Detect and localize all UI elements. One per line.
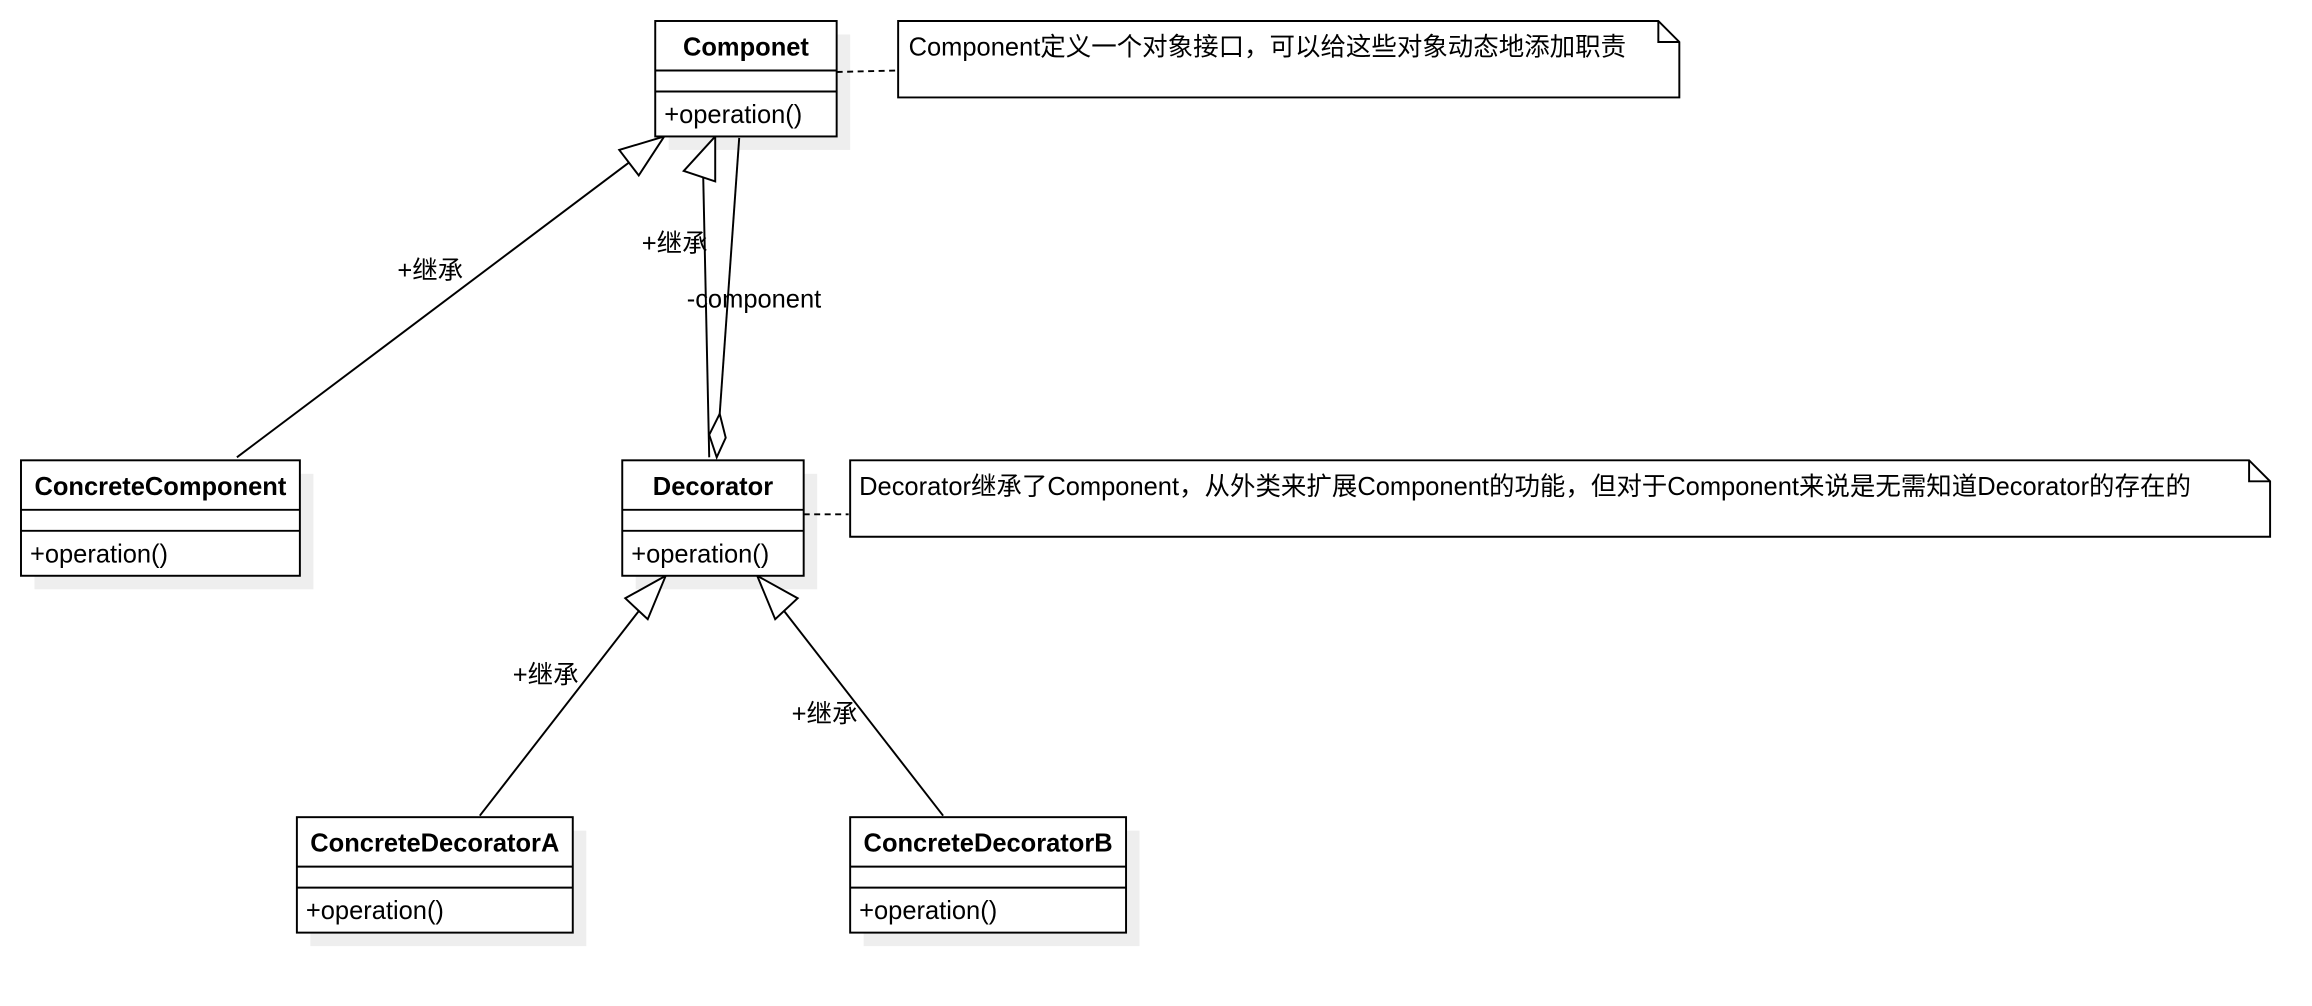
class-concrete-decorator-a[interactable]: ConcreteDecoratorA +operation() xyxy=(295,816,574,934)
class-name: Componet xyxy=(683,33,809,61)
decorator-a-inherit-label: +继承 xyxy=(513,662,579,690)
aggregation-diamond-icon xyxy=(708,411,727,460)
edge-labels: +继承 +继承 -component +继承 +继承 xyxy=(397,230,857,729)
decorator-aggregation-line[interactable] xyxy=(718,137,741,414)
note-box xyxy=(897,20,1681,99)
inherit-arrowhead-icon xyxy=(617,134,667,178)
decorator-b-inherit-line[interactable] xyxy=(780,606,944,817)
class-name: ConcreteComponent xyxy=(34,473,286,501)
note-text: Component定义一个对象接口，可以给这些对象动态地添加职责 xyxy=(909,33,1626,61)
decorator-inherit-line[interactable] xyxy=(702,176,711,458)
decorator-aggregation-label: -component xyxy=(687,285,821,313)
class-component[interactable]: Componet +operation() xyxy=(654,20,838,138)
inherit-arrowhead-icon xyxy=(623,573,668,621)
decorator-a-inherit-line[interactable] xyxy=(479,606,643,817)
class-operation: +operation() xyxy=(631,540,769,568)
class-concrete-decorator-b[interactable]: ConcreteDecoratorB +operation() xyxy=(849,816,1128,934)
decorator-inherit-label: +继承 xyxy=(642,230,708,258)
edges xyxy=(236,69,944,817)
note-fold-icon xyxy=(1657,20,1680,43)
class-box xyxy=(295,816,574,934)
note-component[interactable]: Component定义一个对象接口，可以给这些对象动态地添加职责 xyxy=(897,20,1681,99)
class-name: Decorator xyxy=(653,473,773,501)
decorator-b-inherit-label: +继承 xyxy=(792,701,858,729)
class-box xyxy=(20,459,301,577)
class-box xyxy=(849,816,1128,934)
class-operation: +operation() xyxy=(664,101,802,129)
note-decorator[interactable]: Decorator继承了Component，从外类来扩展Component的功能… xyxy=(849,459,2272,538)
note-box xyxy=(849,459,2272,538)
class-operation: +operation() xyxy=(859,897,997,925)
concrete-component-inherit-line[interactable] xyxy=(236,156,637,459)
concrete-component-inherit-label: +继承 xyxy=(397,257,463,285)
class-name: ConcreteDecoratorB xyxy=(864,830,1113,858)
class-decorator[interactable]: Decorator +operation() xyxy=(621,459,805,577)
class-name: ConcreteDecoratorA xyxy=(310,830,559,858)
note-text: Decorator继承了Component，从外类来扩展Component的功能… xyxy=(859,473,2191,501)
class-operation: +operation() xyxy=(306,897,444,925)
inherit-arrowhead-icon xyxy=(681,133,717,183)
inherit-arrowhead-icon xyxy=(755,573,800,621)
class-concrete-component[interactable]: ConcreteComponent +operation() xyxy=(20,459,301,577)
note-fold-icon xyxy=(2248,460,2271,483)
class-box xyxy=(654,20,838,138)
class-box xyxy=(621,459,805,577)
class-operation: +operation() xyxy=(30,540,168,568)
